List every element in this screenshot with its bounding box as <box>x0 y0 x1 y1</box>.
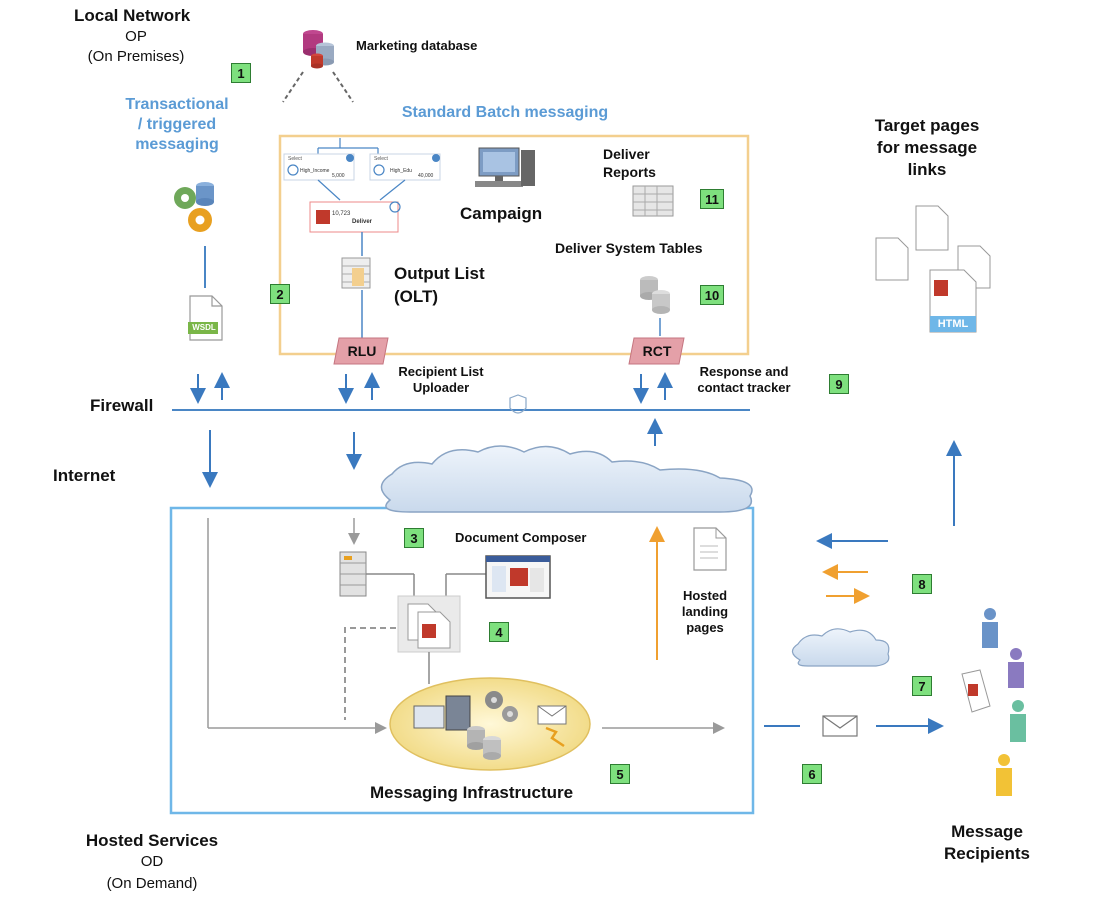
html-label: HTML <box>937 318 969 330</box>
badge-2: 2 <box>270 284 290 304</box>
rlu-tag <box>333 337 389 365</box>
target-pages-label-1: Target pages <box>874 116 980 135</box>
flow-node-a-value: 5,000 <box>332 173 345 179</box>
badge-9: 9 <box>829 374 849 394</box>
person-icon-green <box>1010 700 1026 742</box>
transactional-label-2: / triggered <box>137 116 217 133</box>
badge-3: 3 <box>404 528 424 548</box>
deliver-reports-label-1: Deliver <box>603 146 650 162</box>
reports-icon <box>632 185 674 217</box>
db-line-left <box>282 71 304 103</box>
hosted-services-code: OD <box>140 853 164 870</box>
firewall-label: Firewall <box>90 396 154 415</box>
flow-node-a-title: High_Income <box>300 168 330 174</box>
hosted-services-title: Hosted Services <box>85 831 219 850</box>
badge-4: 4 <box>489 622 509 642</box>
db-line-right <box>332 71 354 103</box>
hosted-services-subtitle: (On Demand) <box>106 875 198 892</box>
deliver-system-tables-label: Deliver System Tables <box>555 240 703 256</box>
flow-select-b: Select <box>374 156 388 162</box>
standard-batch-label: Standard Batch messaging <box>401 104 609 121</box>
person-icon-blue <box>982 608 998 648</box>
response-tracker-label-2: contact tracker <box>697 380 791 395</box>
small-cloud <box>791 628 890 667</box>
computer-icon <box>475 147 535 187</box>
output-list-label-1: Output List <box>394 264 485 283</box>
marketing-database-label: Marketing database <box>356 38 478 53</box>
badge-1: 1 <box>231 63 251 83</box>
hosted-landing-label-2: landing <box>681 604 729 619</box>
rct-tag <box>628 337 685 365</box>
badge-8: 8 <box>912 574 932 594</box>
badge-11: 11 <box>700 189 724 209</box>
internet-label: Internet <box>53 466 116 485</box>
marketing-database-icon <box>303 30 334 69</box>
target-pages-label-2: for message <box>876 138 978 157</box>
local-network-title: Local Network <box>74 6 191 25</box>
flow-node-deliver-value: 10,723 <box>332 211 351 217</box>
badge-6: 6 <box>802 764 822 784</box>
hosted-landing-label-3: pages <box>686 620 724 635</box>
badge-5: 5 <box>610 764 630 784</box>
badge-7: 7 <box>912 676 932 696</box>
infrastructure-icons <box>413 691 567 760</box>
flow-select-a: Select <box>288 156 302 162</box>
hosted-landing-label-1: Hosted <box>682 588 728 603</box>
output-list-label-2: (OLT) <box>394 287 439 306</box>
wsdl-document-icon <box>188 295 223 341</box>
output-list-icon <box>341 257 371 289</box>
document-composer-label: Document Composer <box>455 530 587 545</box>
response-tracker-label-1: Response and <box>699 364 789 379</box>
campaign-label: Campaign <box>460 204 543 223</box>
message-recipients-label-2: Recipients <box>944 844 1030 863</box>
transactional-label-1: Transactional <box>125 96 229 113</box>
person-icon-purple <box>1008 648 1024 688</box>
landing-page-document-icon <box>693 527 727 571</box>
document-composer-screen-icon <box>485 555 551 599</box>
server-icon <box>339 551 367 597</box>
person-icon-yellow <box>996 754 1012 796</box>
dashed-feedback-line <box>344 627 396 720</box>
standard-batch-box <box>278 134 750 356</box>
recipient-list-uploader-label-2: Uploader <box>412 380 470 395</box>
internet-cloud <box>380 445 753 513</box>
target-pages-icons <box>875 205 991 333</box>
local-network-code: OP <box>125 28 147 45</box>
gear-icon <box>174 182 214 232</box>
messaging-infrastructure-ellipse <box>389 677 591 771</box>
flow-node-b-value: 40,000 <box>418 173 434 179</box>
envelope-icon <box>822 715 858 737</box>
flow-node-deliver-title: Deliver <box>352 219 373 225</box>
rlu-label: RLU <box>347 343 377 359</box>
badge-10: 10 <box>700 285 724 305</box>
transactional-label-3: messaging <box>135 136 219 153</box>
message-recipients-label-1: Message <box>951 822 1023 841</box>
local-network-subtitle: (On Premises) <box>87 48 185 65</box>
campaign-flow-diagram <box>283 138 441 233</box>
wsdl-label: WSDL <box>192 323 216 332</box>
target-pages-label-3: links <box>907 160 947 179</box>
system-tables-database-icon <box>640 276 670 314</box>
deliver-reports-label-2: Reports <box>603 164 656 180</box>
firewall-shield-icon <box>509 394 527 414</box>
recipient-document-icon <box>961 669 991 713</box>
document-stack-icon <box>397 595 461 653</box>
recipient-list-uploader-label-1: Recipient List <box>398 364 484 379</box>
messaging-infrastructure-label: Messaging Infrastructure <box>370 783 574 802</box>
flow-node-b-title: High_Edu <box>390 168 412 174</box>
rct-label: RCT <box>642 343 672 359</box>
